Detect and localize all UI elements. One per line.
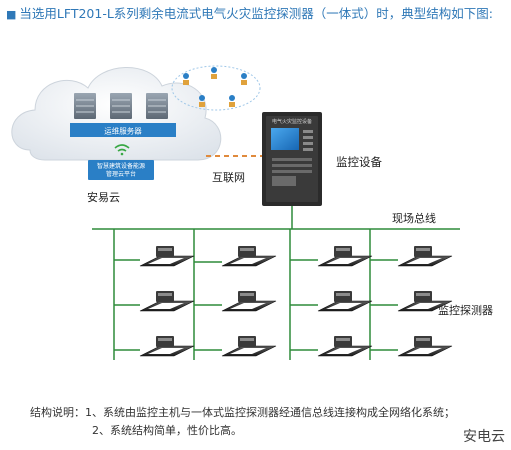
bus-label: 现场总线 [392,211,436,225]
detector-grid [139,246,453,357]
detector-unit [139,336,195,357]
detector-unit [139,246,195,267]
field-bus [92,206,460,360]
detector-unit [221,336,277,357]
structure-notes: 结构说明：1、系统由监控主机与一体式监控探测器经通信总线连接构成全网络化系统； … [30,404,510,440]
page-title-text: 当选用LFT201-L系列剩余电流式电气火灾监控探测器（一体式）时，典型结构如下… [19,6,494,21]
server-rack-icon [74,93,168,119]
platform-label-2: 管理云平台 [106,170,136,178]
bullet-icon: ■ [6,8,17,21]
notes-line-1: 结构说明：1、系统由监控主机与一体式监控探测器经通信总线连接构成全网络化系统； [30,406,455,419]
detector-unit [139,291,195,312]
wifi-icon [114,144,130,156]
detector-unit [317,336,373,357]
server-label: 运维服务器 [104,126,142,136]
monitor-label: 监控设备 [336,155,382,169]
detector-unit [397,246,453,267]
monitor-device [262,112,322,206]
users-network [171,65,261,111]
brand-watermark: 安电云 [463,429,505,445]
platform-box [88,160,154,180]
detector-unit [221,291,277,312]
platform-label-1: 智慧建筑设备能源 [97,162,145,170]
server-label-bar [70,123,176,137]
detector-unit [221,246,277,267]
detector-unit [317,246,373,267]
detector-unit [317,291,373,312]
detector-label: 监控探测器 [438,303,493,317]
detector-unit [397,336,453,357]
page-title: ■当选用LFT201-L系列剩余电流式电气火灾监控探测器（一体式）时，典型结构如… [6,4,506,24]
detector-unit [397,291,453,312]
device-screen-title: 电气火灾监控设备 [272,118,312,125]
internet-label: 互联网 [212,171,245,184]
cloud-label: 安易云 [87,190,120,204]
device-screen [271,128,299,150]
notes-line-2: 2、系统结构简单，性价比高。 [92,424,242,437]
